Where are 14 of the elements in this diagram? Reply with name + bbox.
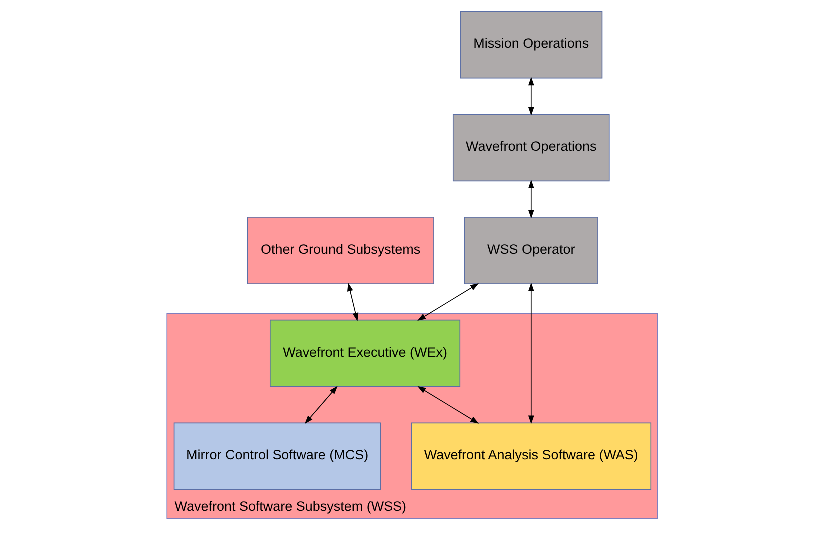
arrow <box>418 284 480 321</box>
arrow <box>528 180 534 219</box>
arrow <box>418 386 480 424</box>
node-box: Wavefront Executive (WEx) <box>270 320 461 388</box>
arrow <box>304 386 338 424</box>
node-box: Wavefront Analysis Software (WAS) <box>411 422 652 490</box>
node-box: Mirror Control Software (MCS) <box>174 422 382 490</box>
node-box: WSS Operator <box>464 217 598 285</box>
arrow <box>528 282 534 424</box>
arrow <box>348 282 359 322</box>
node-box: Wavefront Operations <box>452 114 610 182</box>
node-box: Mission Operations <box>460 11 603 79</box>
node-box: Other Ground Subsystems <box>247 217 434 285</box>
arrow <box>528 77 534 116</box>
